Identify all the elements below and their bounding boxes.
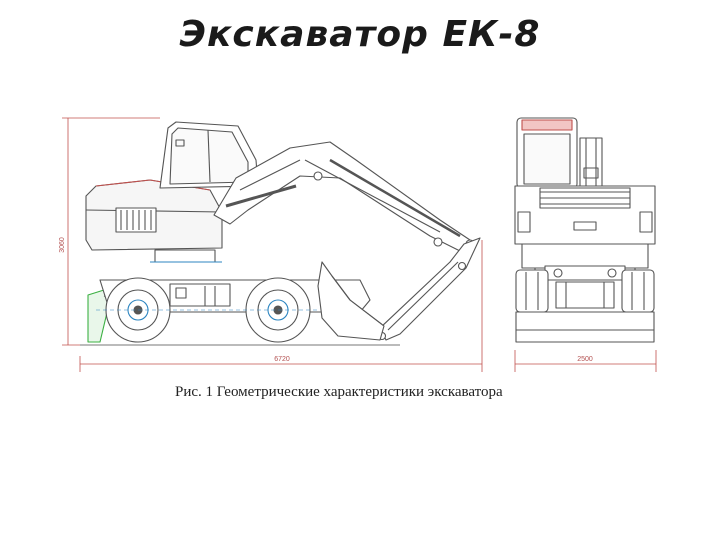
front-view — [514, 117, 656, 343]
front-body — [514, 185, 656, 245]
length-dimension-label: 6720 — [274, 356, 290, 363]
engine-grille — [115, 207, 157, 233]
slide-title: Экскаватор ЕК-8 — [179, 14, 541, 55]
width-dimension-label: 2500 — [577, 356, 593, 363]
dozer-blade — [87, 289, 111, 343]
dimension-lines — [62, 117, 657, 372]
excavator-drawing: 3060 6720 2500 — [59, 117, 657, 372]
height-dimension-label: 3060 — [59, 237, 66, 253]
front-boom — [579, 137, 603, 189]
front-dozer-blade — [515, 311, 655, 343]
front-view-wheels — [515, 269, 655, 313]
side-view — [85, 121, 481, 343]
figure-caption: Рис. 1 Геометрические характеристики экс… — [175, 384, 503, 400]
